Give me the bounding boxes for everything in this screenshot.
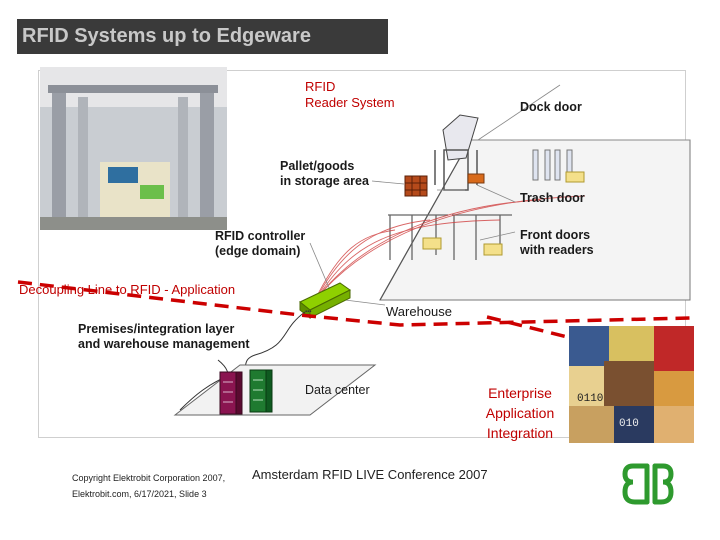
label-trash-door: Trash door — [520, 191, 585, 205]
dock-door-icon — [434, 114, 479, 191]
svg-text:010: 010 — [619, 418, 639, 430]
connector-lines — [309, 84, 561, 306]
goods-box — [483, 243, 503, 256]
front-doors-right-icon — [532, 149, 573, 181]
goods-box — [565, 171, 585, 183]
rfid-controller-icon: ▪▪▪ — [299, 282, 351, 320]
label-rfid-controller: RFID controller (edge domain) — [215, 229, 306, 258]
server-icon-2 — [249, 369, 273, 413]
copyright-text: Copyright Elektrobit Corporation 2007, E… — [72, 470, 225, 502]
label-rfid-reader-system: RFID Reader System — [305, 79, 395, 110]
copyright-line-1: Copyright Elektrobit Corporation 2007, — [72, 473, 226, 483]
front-doors-gates-icon — [388, 214, 512, 260]
footer — [0, 450, 720, 540]
reader-cables — [315, 195, 586, 299]
conference-text: Amsterdam RFID LIVE Conference 2007 — [252, 467, 488, 482]
goods-box — [422, 237, 442, 250]
label-premises: Premises/integration layer and warehouse… — [78, 322, 250, 351]
warehouse-photo — [40, 67, 227, 230]
slide-title: RFID Systems up to Edgeware — [22, 25, 311, 47]
enterprise-mosaic-image: 0110 010 — [569, 326, 694, 443]
label-pallet-goods: Pallet/goods in storage area — [280, 159, 369, 188]
label-data-center: Data center — [305, 383, 370, 397]
elektrobit-logo — [622, 463, 674, 505]
copyright-line-2: Elektrobit.com, 6/17/2021, Slide 3 — [72, 489, 207, 499]
label-front-doors: Front doors with readers — [520, 228, 594, 257]
svg-text:0110: 0110 — [577, 393, 603, 405]
label-decoupling-line: Decoupling Line to RFID - Application — [19, 282, 236, 297]
server-icon-1 — [219, 371, 243, 415]
decoupling-line — [17, 280, 691, 327]
trash-box — [467, 173, 485, 184]
label-warehouse: Warehouse — [386, 304, 452, 319]
label-enterprise: Enterprise Application Integration — [485, 385, 555, 441]
title-bar — [17, 19, 388, 54]
svg-text:▪▪▪: ▪▪▪ — [305, 309, 311, 315]
label-dock-door: Dock door — [520, 100, 582, 114]
pallet-icon — [404, 175, 428, 197]
